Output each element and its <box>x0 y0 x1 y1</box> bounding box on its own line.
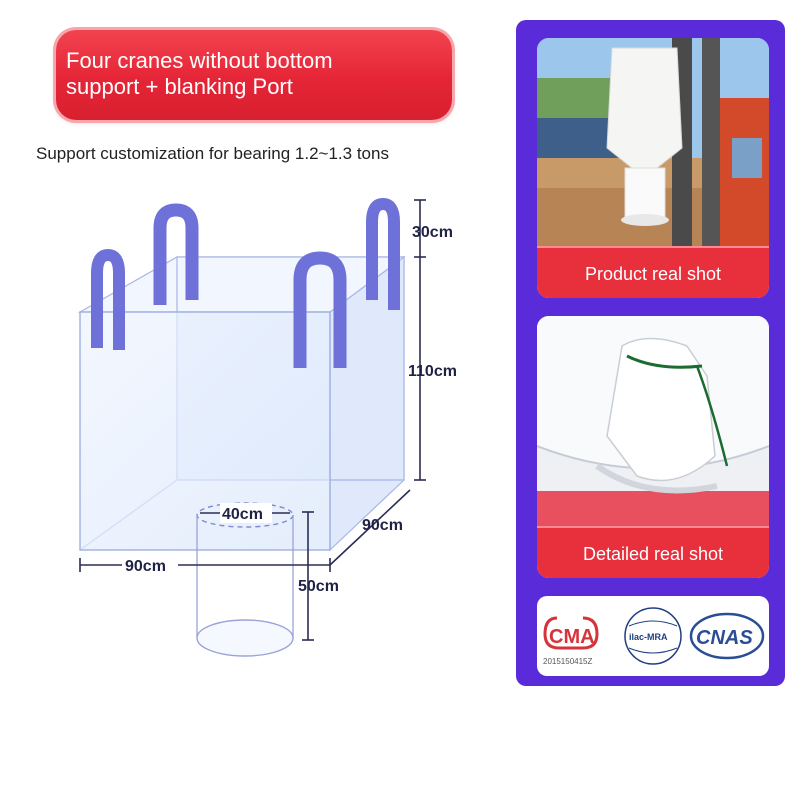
product-photo <box>537 38 769 253</box>
cnas-text: CNAS <box>696 627 753 649</box>
dim-depth: 90cm <box>362 517 403 534</box>
certifications-box: CMA 2015150415Z ilac-MRA CNAS <box>537 596 769 676</box>
handle-front-right <box>293 251 347 368</box>
certification-logos: CMA 2015150415Z ilac-MRA CNAS <box>543 607 765 666</box>
product-shot-card: Product real shot <box>537 38 769 298</box>
detail-shot-label: Detailed real shot <box>537 526 769 578</box>
product-shot-label: Product real shot <box>537 246 769 298</box>
cma-number: 2015150415Z <box>543 657 592 666</box>
bag-diagram: 30cm 110cm 90cm 90cm 40cm 50cm <box>77 197 457 657</box>
blanking-port <box>196 502 294 657</box>
ilac-mra-text: ilac-MRA <box>629 632 668 642</box>
handle-back-left <box>153 203 199 305</box>
title-line-2: support + blanking Port <box>66 74 293 99</box>
dim-handle-height: 30cm <box>412 224 453 241</box>
handle-back-right <box>366 197 400 310</box>
handle-front-left <box>91 248 125 350</box>
cma-logo: CMA 2015150415Z <box>543 616 599 666</box>
dim-width: 90cm <box>125 558 166 575</box>
title-banner: Four cranes without bottom support + bla… <box>56 30 452 120</box>
title-line-1: Four cranes without bottom <box>66 48 333 73</box>
dim-body-height: 110cm <box>408 363 457 380</box>
cnas-logo: CNAS <box>689 612 765 660</box>
cma-logo-text: CMA <box>549 626 595 648</box>
dim-port-height: 50cm <box>298 578 339 595</box>
detail-shot-card: Detailed real shot <box>537 316 769 578</box>
subtitle: Support customization for bearing 1.2~1.… <box>36 144 389 163</box>
dim-port-diameter: 40cm <box>222 506 263 523</box>
detail-photo <box>537 316 769 528</box>
ilac-mra-logo: ilac-MRA <box>624 607 682 665</box>
